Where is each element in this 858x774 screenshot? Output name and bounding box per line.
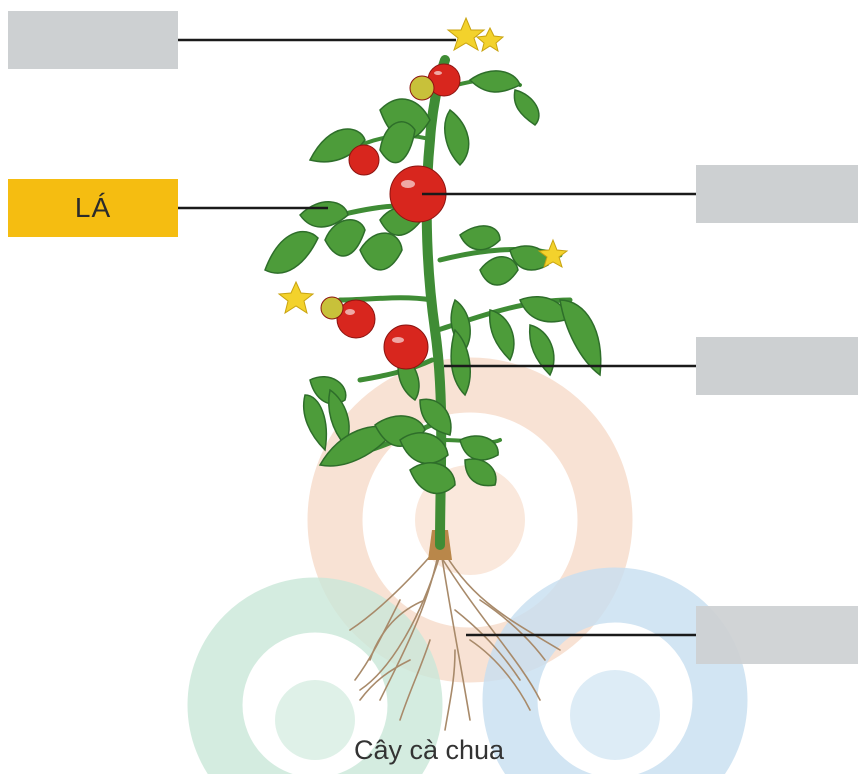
flower-icon	[448, 18, 484, 50]
tomato	[321, 297, 343, 319]
tomato	[410, 76, 434, 100]
label-box-leaf[interactable]: LÁ	[8, 179, 178, 237]
diagram-caption: Cây cà chua	[0, 735, 858, 766]
label-box-stem[interactable]	[696, 337, 858, 395]
tomato	[384, 325, 428, 369]
label-box-fruit[interactable]	[696, 165, 858, 223]
flower-icon	[279, 282, 313, 313]
label-box-root[interactable]	[696, 606, 858, 664]
label-box-flower[interactable]	[8, 11, 178, 69]
tomato	[349, 145, 379, 175]
